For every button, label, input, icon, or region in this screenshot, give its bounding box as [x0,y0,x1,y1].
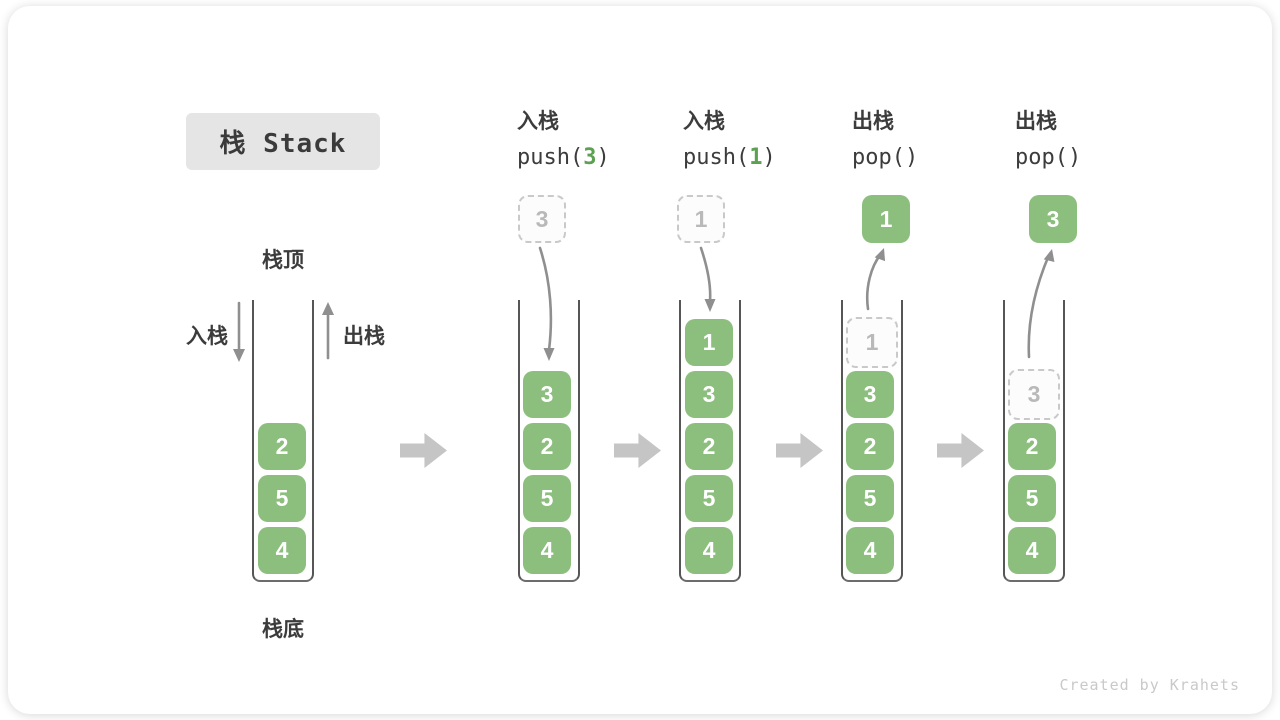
stack-cell: 4 [1008,527,1056,574]
code-argument: 3 [583,145,597,170]
operation-code: pop() [1015,145,1082,170]
stack-cell: 2 [523,423,571,470]
stack-cell: 5 [685,475,733,522]
stack-bottom-label: 栈底 [262,618,304,641]
operation-name: 入栈 [683,110,725,133]
operation-label: 入栈 push(1) [683,104,776,176]
stack-cell: 3 [685,371,733,418]
diagram-title: 栈 Stack [186,113,380,170]
operation-code: push(3) [517,145,610,170]
stack-cell: 2 [685,423,733,470]
stack-cell: 3 [523,371,571,418]
operation-code: pop() [852,145,919,170]
stack-cell: 2 [258,423,306,470]
ghost-cell: 3 [1008,369,1060,420]
operation-name: 入栈 [517,110,559,133]
pop-up-arrow-icon [322,302,334,360]
stack-cell: 4 [258,527,306,574]
stack-top-label: 栈顶 [262,249,304,272]
stack-cell: 5 [1008,475,1056,522]
push-down-arrow-icon [233,301,245,362]
popped-value-box: 3 [1029,195,1077,243]
stack-cell: 1 [685,319,733,366]
operation-label: 出栈 pop() [852,104,918,176]
stack-cell: 2 [846,423,894,470]
stack-cell: 4 [523,527,571,574]
push-side-label: 入栈 [186,325,228,348]
stack-cell: 5 [258,475,306,522]
operation-label: 出栈 pop() [1015,104,1081,176]
operation-code: push(1) [683,145,776,170]
incoming-value-box: 3 [518,195,566,243]
watermark: Created by Krahets [1059,676,1240,694]
right-block-arrow-icon [776,433,823,468]
pop-side-label: 出栈 [343,325,385,348]
ghost-cell: 1 [846,317,898,368]
diagram-card: 栈 Stack 栈顶 入栈 出栈 2 5 4 栈底 入栈 push(3) 3 3… [8,6,1272,714]
stack-cell: 5 [523,475,571,522]
stack-cell: 5 [846,475,894,522]
operation-name: 出栈 [1015,110,1057,133]
right-block-arrow-icon [400,433,447,468]
stack-cell: 4 [685,527,733,574]
operation-name: 出栈 [852,110,894,133]
operation-label: 入栈 push(3) [517,104,610,176]
right-block-arrow-icon [937,433,984,468]
code-argument: 1 [749,145,763,170]
popped-value-box: 1 [862,195,910,243]
right-block-arrow-icon [614,433,661,468]
stack-cell: 2 [1008,423,1056,470]
stack-cell: 3 [846,371,894,418]
stack-cell: 4 [846,527,894,574]
incoming-value-box: 1 [677,195,725,243]
